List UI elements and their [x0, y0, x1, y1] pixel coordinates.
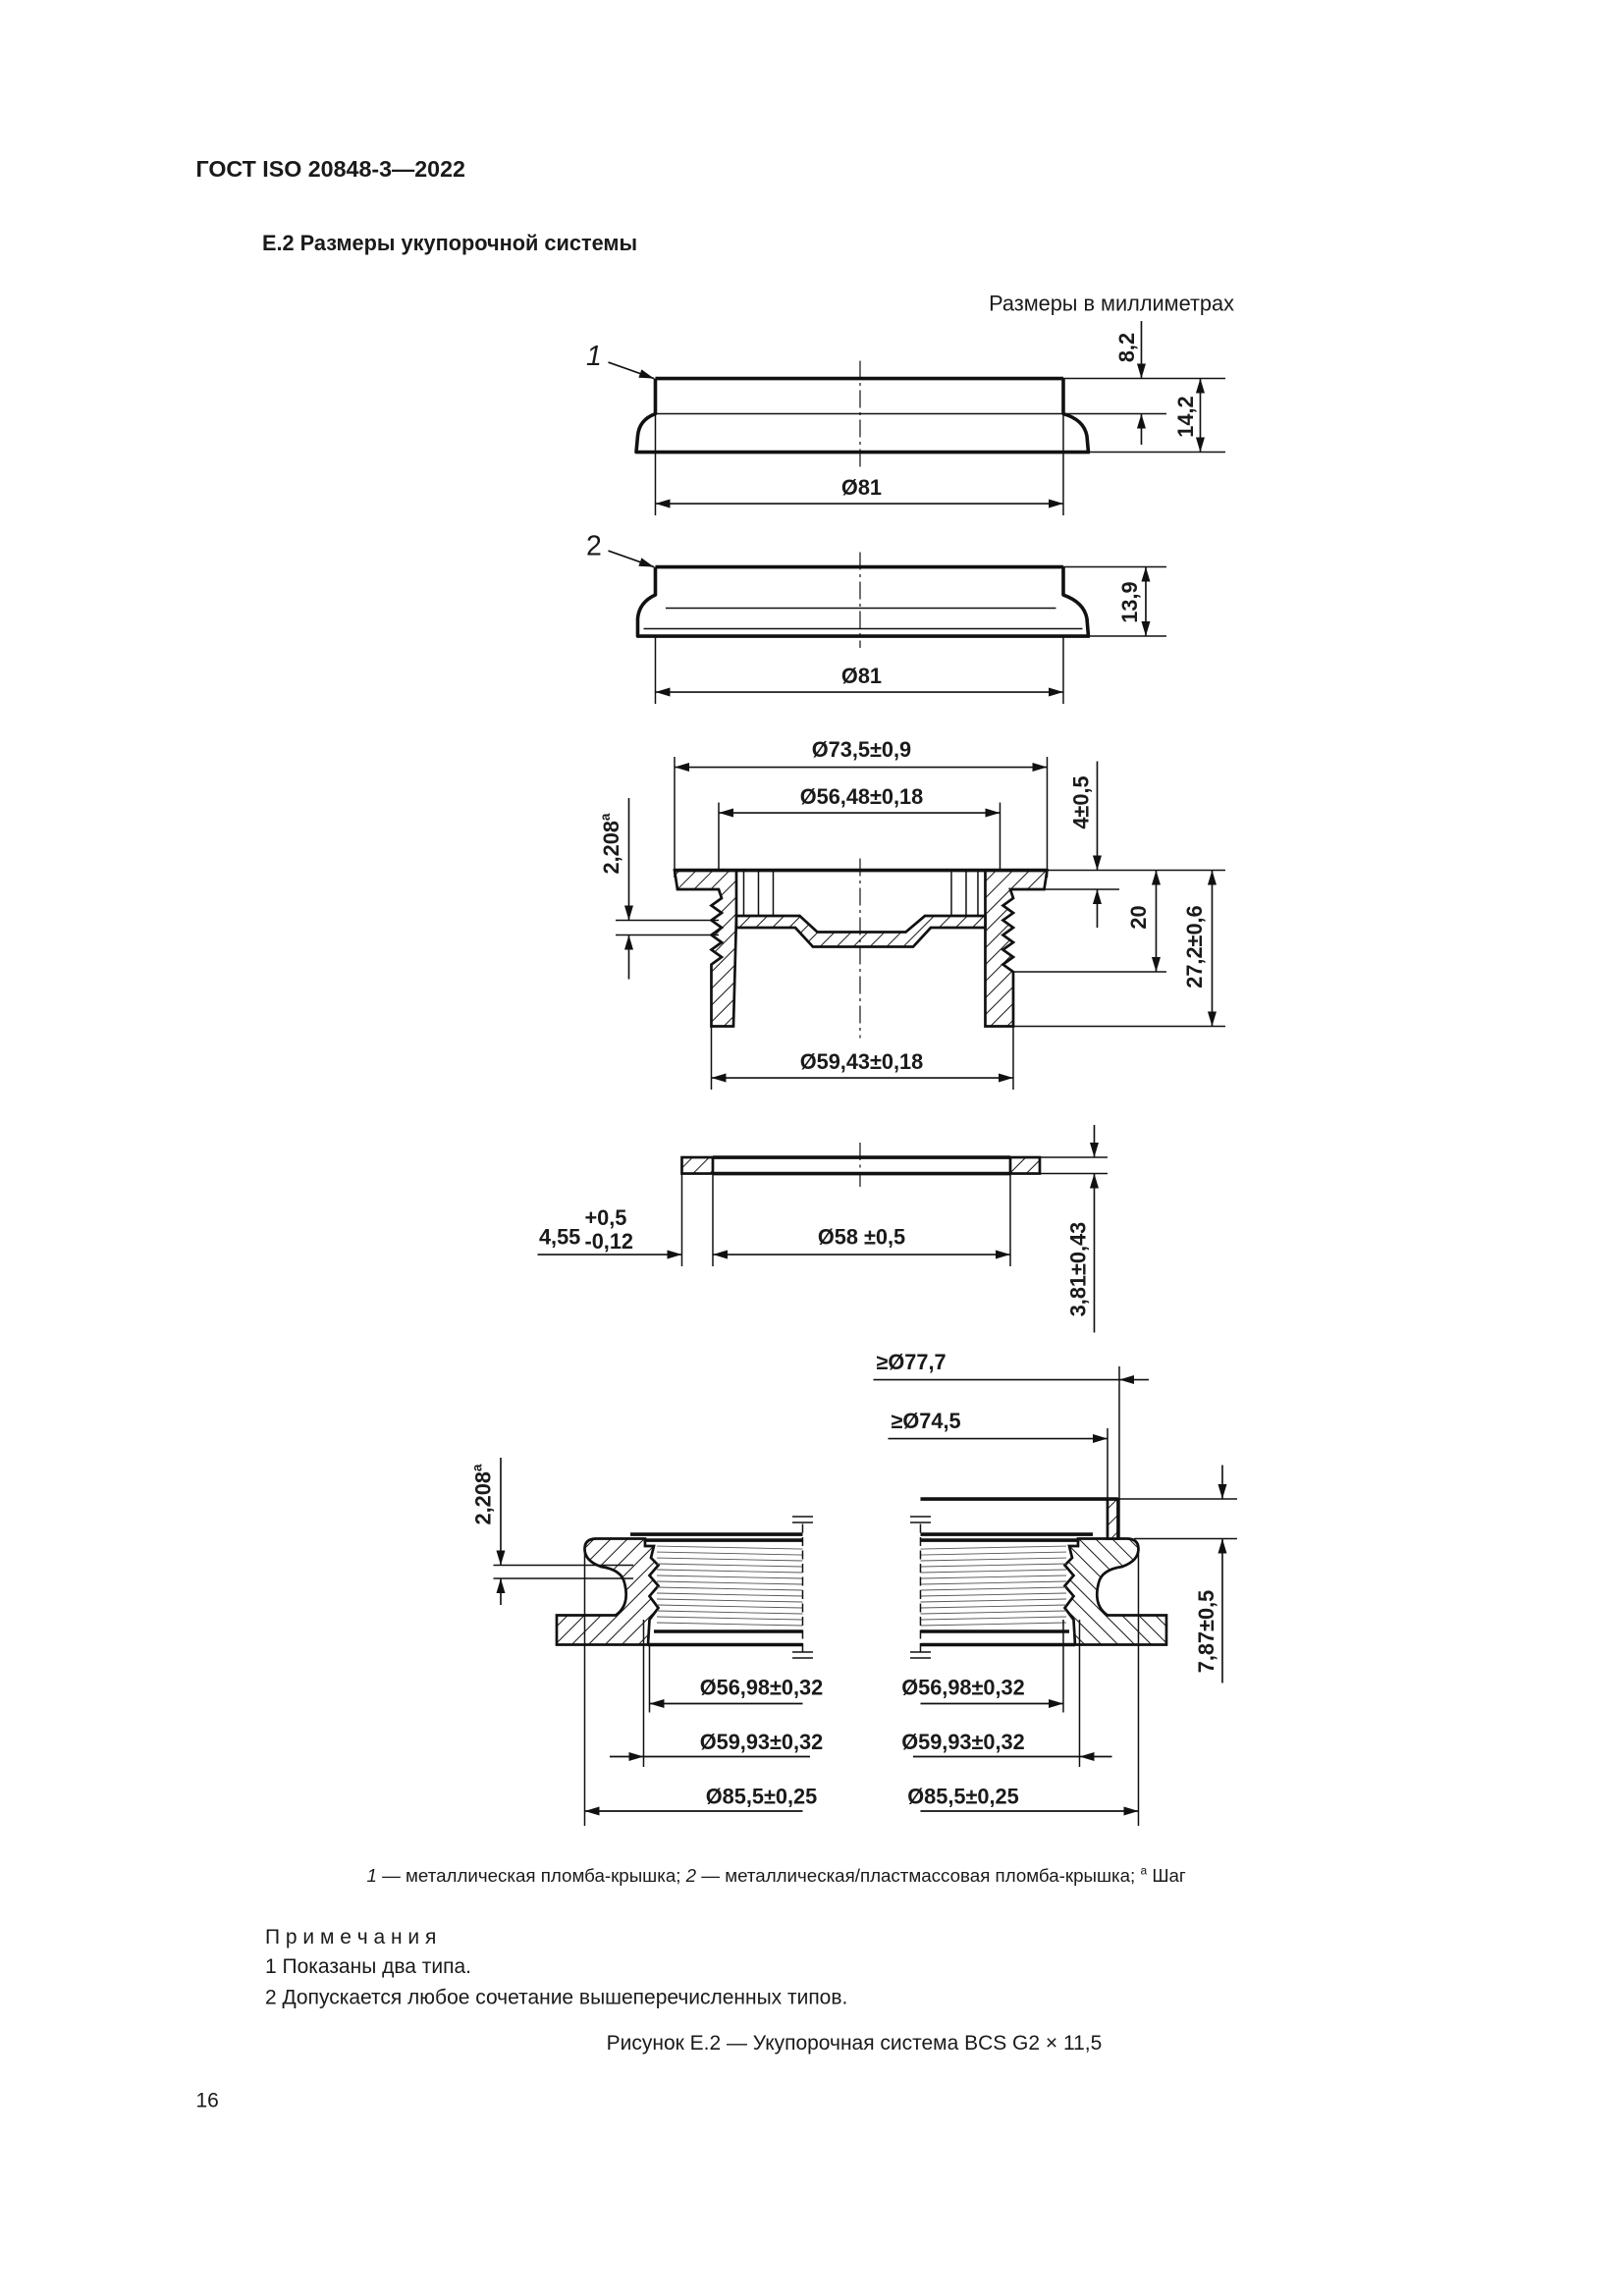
dim-4-55-lower-tol: -0,12 [584, 1229, 633, 1254]
dim-27-2: 27,2±0,6 [1182, 905, 1207, 988]
page-number: 16 [195, 2089, 218, 2111]
dim-14-2: 14,2 [1173, 396, 1198, 437]
dim-4-0-5: 4±0,5 [1068, 775, 1093, 828]
dim-7-87: 7,87±0,5 [1194, 1590, 1218, 1673]
callout-2: 2 [586, 531, 602, 562]
dim-13-9: 13,9 [1117, 581, 1142, 622]
dim-d58: Ø58 ±0,5 [818, 1225, 905, 1250]
dim-d56-98-right: Ø56,98±0,32 [901, 1676, 1025, 1700]
dim-d73-5: Ø73,5±0,9 [812, 737, 911, 762]
cap-1-drawing: 1 8,2 14,2 Ø81 [586, 321, 1225, 516]
callout-1: 1 [586, 341, 602, 372]
dim-3-81: 3,81±0,43 [1065, 1222, 1090, 1317]
section-title: E.2 Размеры укупорочной системы [262, 231, 637, 255]
dim-d81-cap1: Ø81 [841, 475, 882, 500]
dim-8-2: 8,2 [1114, 333, 1139, 362]
dim-d56-48: Ø56,48±0,18 [800, 784, 924, 809]
bung-drawing: ≥Ø77,7 ≥Ø74,5 7,87±0,5 2,208a Ø56,98±0,3… [469, 1350, 1237, 1827]
note-1: 1 Показаны два типа. [265, 1955, 471, 1978]
dim-d59-93-right: Ø59,93±0,32 [901, 1730, 1025, 1754]
figure-legend: 1 — металлическая пломба-крышка; 2 — мет… [366, 1864, 1185, 1886]
dim-pitch-bung: 2,208a [469, 1464, 495, 1524]
dim-d85-5-left: Ø85,5±0,25 [706, 1785, 817, 1809]
dim-20: 20 [1126, 905, 1151, 929]
dim-d85-5-right: Ø85,5±0,25 [907, 1785, 1018, 1809]
dim-min-d77-7: ≥Ø77,7 [876, 1350, 946, 1374]
notes-title: П р и м е ч а н и я [265, 1926, 436, 1949]
dim-4-55-upper-tol: +0,5 [584, 1205, 626, 1230]
cap-2-drawing: 2 13,9 Ø81 [586, 531, 1166, 705]
dim-d56-98-left: Ø56,98±0,32 [700, 1676, 824, 1700]
units-note: Размеры в миллиметрах [989, 292, 1234, 316]
dim-d81-cap2: Ø81 [841, 664, 882, 688]
dim-d59-93-left: Ø59,93±0,32 [700, 1730, 824, 1754]
dim-min-d74-5: ≥Ø74,5 [891, 1409, 960, 1433]
note-2: 2 Допускается любое сочетание вышеперечи… [265, 1986, 847, 2008]
dim-pitch-plug: 2,208a [598, 813, 623, 874]
gasket-drawing: 4,55 +0,5 -0,12 Ø58 ±0,5 3,81±0,43 [537, 1125, 1108, 1333]
standard-number: ГОСТ ISO 20848-3—2022 [195, 156, 464, 182]
dim-4-55: 4,55 [539, 1225, 580, 1250]
figure-caption: Рисунок E.2 — Укупорочная система BCS G2… [607, 2032, 1103, 2055]
dim-d59-43: Ø59,43±0,18 [800, 1049, 924, 1074]
plug-drawing: Ø73,5±0,9 Ø56,48±0,18 4±0,5 20 27,2±0,6 … [598, 737, 1225, 1091]
